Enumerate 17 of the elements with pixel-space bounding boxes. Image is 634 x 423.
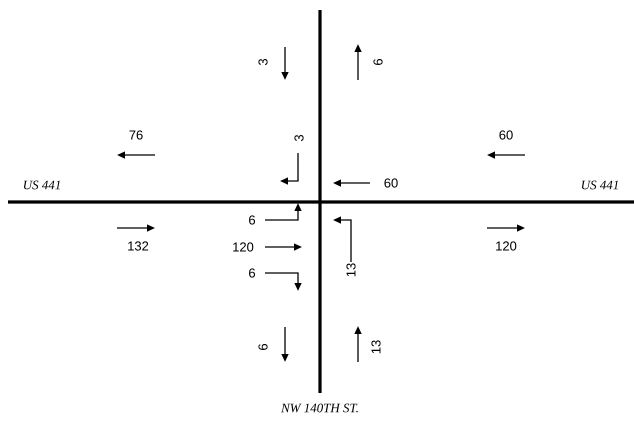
volume-label: 76 [129, 130, 143, 140]
volume-label: 6 [249, 268, 256, 278]
volume-label: 120 [496, 241, 516, 251]
volume-label: 6 [249, 215, 256, 225]
volume-label: 60 [499, 130, 513, 140]
street-name: US 441 [582, 180, 618, 190]
volume-label: 13 [346, 263, 356, 276]
volume-label: 6 [373, 58, 383, 65]
volume-label: 132 [128, 241, 148, 251]
volume-label: 3 [294, 134, 304, 142]
volume-label: 120 [233, 242, 254, 252]
volume-label: 13 [371, 340, 381, 354]
volume-label: 6 [258, 344, 268, 350]
street-name: NW 140TH ST. [281, 404, 358, 412]
volume-label: 3 [258, 58, 268, 66]
street-name: US 441 [24, 180, 60, 190]
volume-label: 60 [384, 178, 398, 188]
